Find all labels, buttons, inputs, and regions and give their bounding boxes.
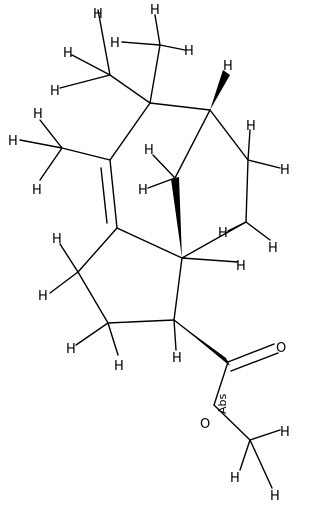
oxygen-label: O [200,417,210,432]
molecule-diagram: H H H H H H H H H H H H H H H H H H H H … [8,3,290,504]
carbon-skeleton-bonds [61,44,279,441]
abs-label: Abs [216,393,229,414]
wedge-c3-carbonyl [174,320,230,366]
bond-c1-c2 [77,271,109,324]
hydrogen-label: H [223,59,233,74]
bond-carbonyl-o-ester [213,361,229,406]
hydrogen-label: H [268,241,278,256]
hydrogen-label: H [280,163,290,178]
bond-c9-c10-double [100,167,108,224]
hydrogen-label: H [246,119,256,134]
bond-bridge-c7 [174,109,211,179]
bond-c8-c7 [149,102,211,111]
hydrogen-label: H [172,351,182,366]
hydrogen-label: H [280,425,290,440]
bond-c10-c1 [77,227,118,273]
hydrogen-label: H [236,259,246,274]
bond-c2-c3 [107,319,175,324]
hydrogen-label: H [33,107,43,122]
hydrogen-label: H [32,183,42,198]
bond-c8-c9 [109,102,151,161]
hydrogen-label: H [110,36,120,51]
bond-c7-c6 [209,109,249,161]
bond-c8-me2 [149,44,161,104]
hydrogen-label: H [38,289,48,304]
bond-c10-c4 [116,227,183,259]
hydrogen-label: H [184,44,194,59]
bond-c3-c4 [173,257,183,321]
bond-c9-me [61,147,111,161]
hydrogen-label: H [150,3,160,18]
bond-c8-me1 [109,74,151,104]
wedge-c7-h [210,70,230,110]
bond-carbonyl-o-double-b [230,352,279,372]
bond-c6-c5 [245,159,249,223]
hydrogen-label: H [114,359,124,374]
hydrogen-label: H [66,342,76,357]
hydrogen-label: H [93,7,103,22]
hydrogen-label: H [144,143,154,158]
structure-svg: H H H H H H H H H H H H H H H H H H H H … [8,3,290,504]
hydrogen-label: H [270,489,280,504]
bond-carbonyl-o-double-a [227,343,275,363]
hydrogen-label: H [50,84,60,99]
oxygen-label: O [276,341,286,356]
hydrogen-bonds [19,9,281,489]
atom-labels: H H H H H H H H H H H H H H H H H H H H … [8,3,290,504]
bond-o-methyl [213,404,251,441]
hydrogen-label: H [52,232,62,247]
hydrogen-label: H [218,226,228,241]
wedge-c4-bridge [171,177,182,258]
hydrogen-label: H [63,46,73,61]
hydrogen-label: H [8,134,18,149]
hydrogen-label: H [138,183,148,198]
stereo-wedges [171,70,230,366]
hydrogen-label: H [230,471,240,486]
bond-c9-c10 [109,159,118,229]
